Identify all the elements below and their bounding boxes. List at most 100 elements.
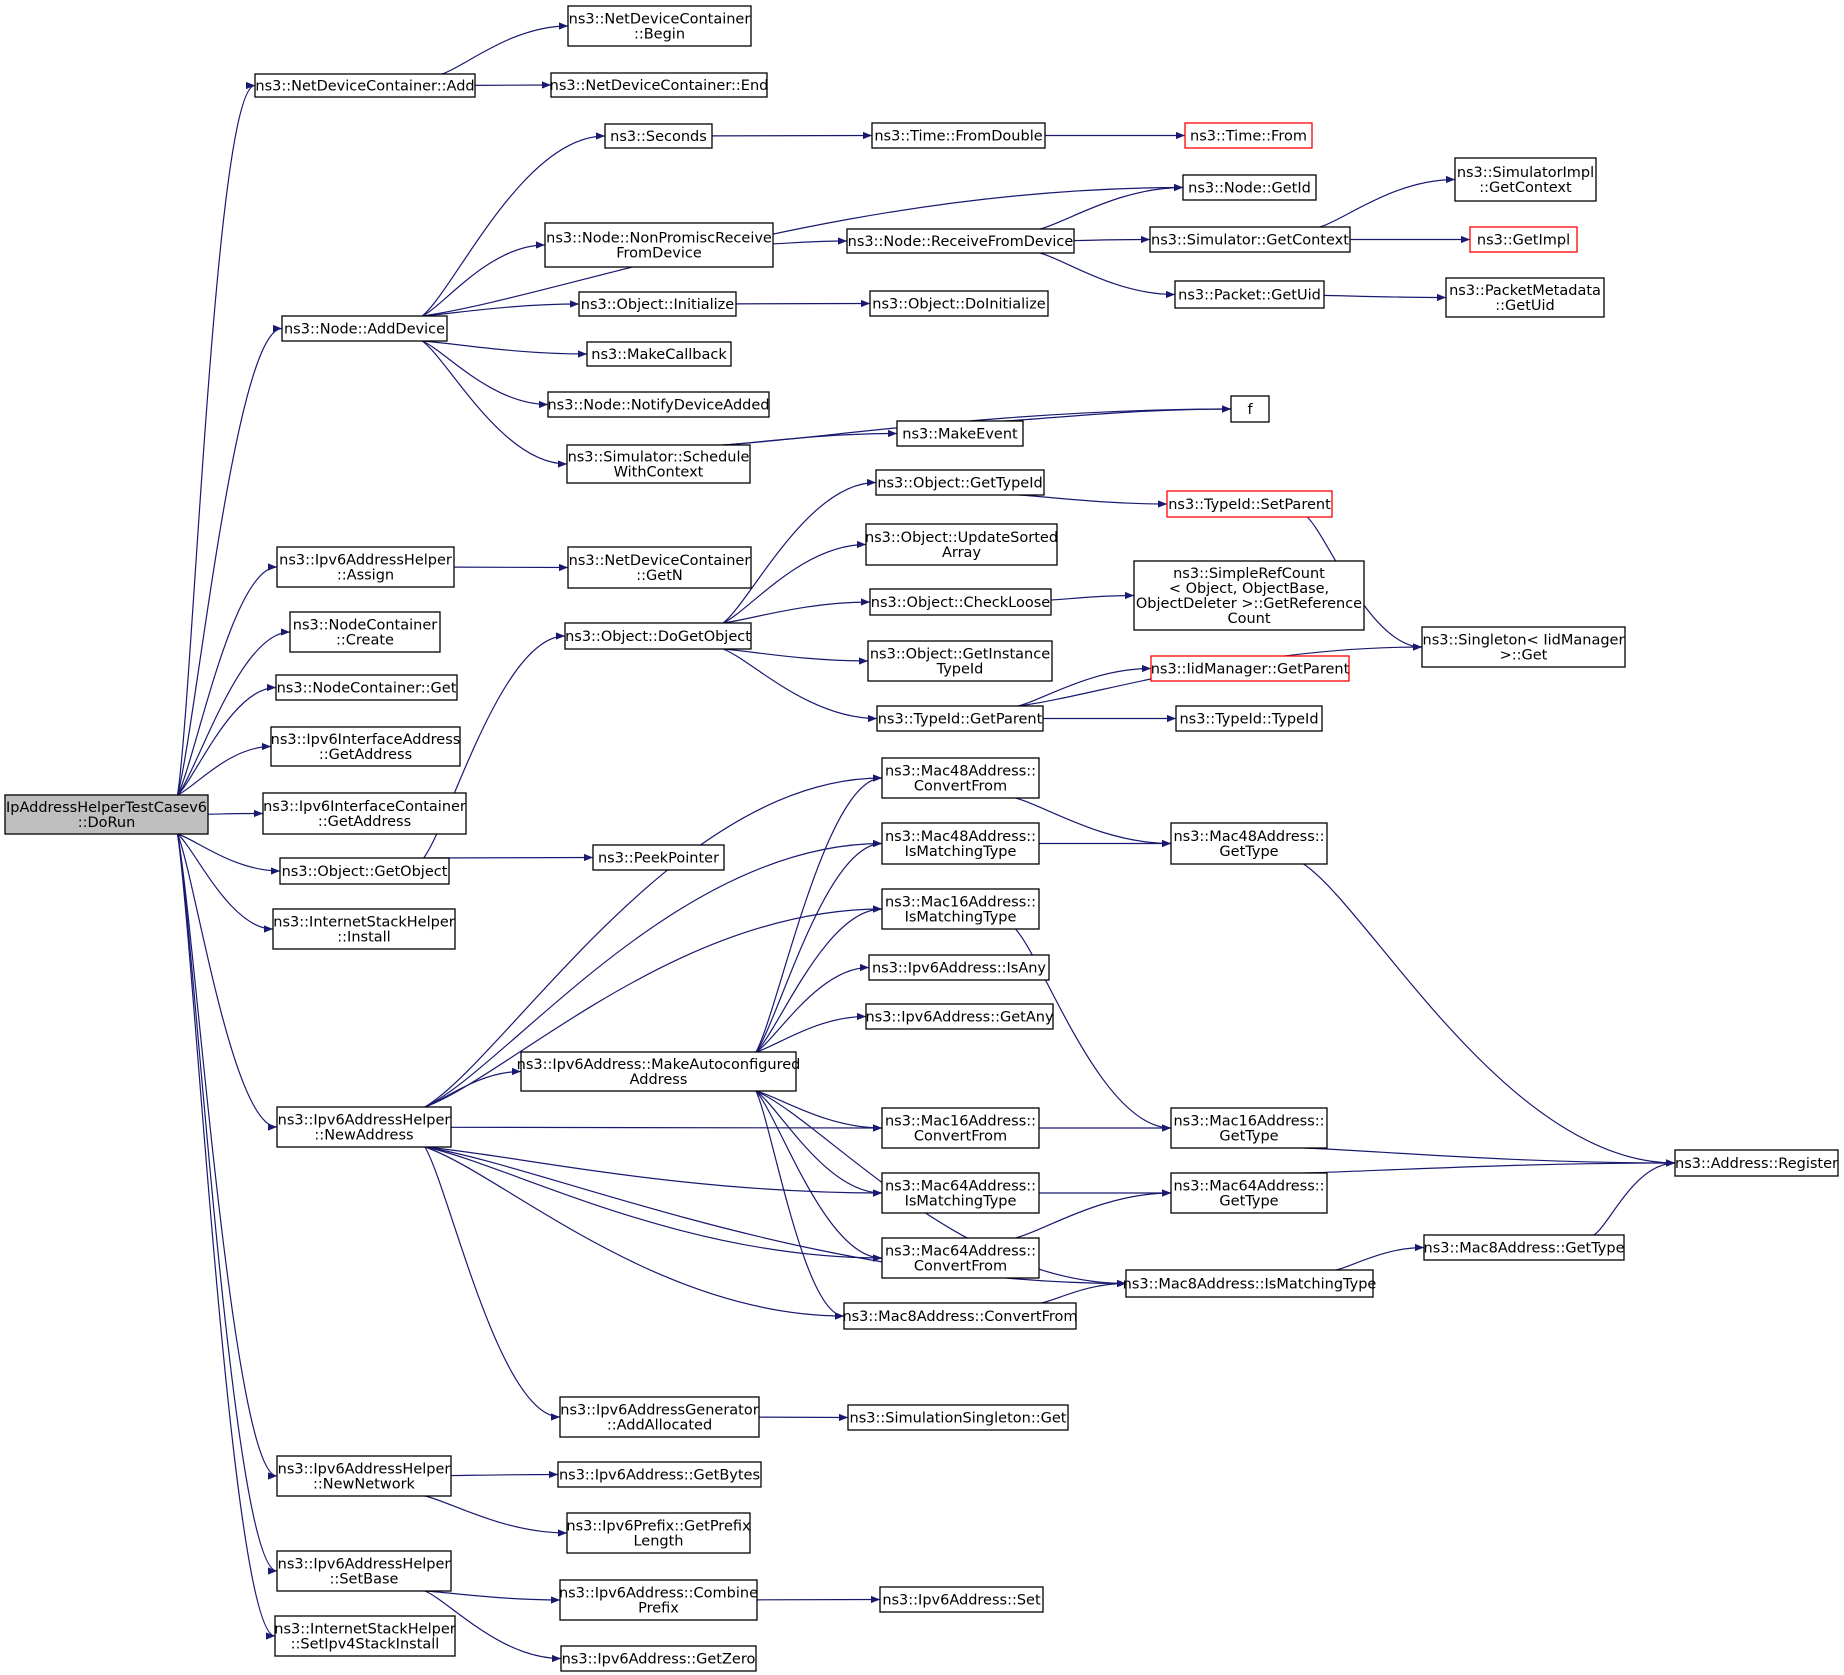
- node-label: ns3::Object::CheckLoose: [871, 595, 1050, 611]
- node-iidmanager-getparent[interactable]: ns3::IidManager::GetParent: [1150, 655, 1350, 682]
- node-ipv6addr-set[interactable]: ns3::Ipv6Address::Set: [879, 1586, 1044, 1613]
- node-mac16-convertfrom[interactable]: ns3::Mac16Address::ConvertFrom: [881, 1107, 1040, 1149]
- node-mac48-convertfrom[interactable]: ns3::Mac48Address::ConvertFrom: [881, 757, 1040, 799]
- node-ipv6helper-setbase[interactable]: ns3::Ipv6AddressHelper::SetBase: [276, 1550, 452, 1592]
- node-box: [276, 1455, 452, 1497]
- node-mac48-gettype[interactable]: ns3::Mac48Address::GetType: [1170, 822, 1328, 865]
- node-ipv6addr-makeauto[interactable]: ns3::Ipv6Address::MakeAutoconfiguredAddr…: [517, 1051, 801, 1092]
- edge-root-to-ipv6helper-newnetwork: [176, 833, 278, 1480]
- node-mac64-convertfrom[interactable]: ns3::Mac64Address::ConvertFrom: [881, 1237, 1040, 1279]
- node-object-getobject[interactable]: ns3::Object::GetObject: [279, 857, 450, 885]
- node-ndc-end[interactable]: ns3::NetDeviceContainer::End: [550, 72, 769, 98]
- node-node-receivefromdevice[interactable]: ns3::Node::ReceiveFromDevice: [846, 228, 1075, 254]
- node-box: [1174, 280, 1325, 309]
- node-nodecontainer-create[interactable]: ns3::NodeContainer::Create: [289, 611, 441, 653]
- node-ipv6helper-newnetwork[interactable]: ns3::Ipv6AddressHelper::NewNetwork: [276, 1455, 452, 1497]
- node-getimpl[interactable]: ns3::GetImpl: [1469, 226, 1578, 253]
- node-simsingleton-get[interactable]: ns3::SimulationSingleton::Get: [847, 1404, 1069, 1431]
- node-ipv6helper-newaddress[interactable]: ns3::Ipv6AddressHelper::NewAddress: [276, 1106, 452, 1148]
- node-typeid-getparent[interactable]: ns3::TypeId::GetParent: [876, 705, 1044, 732]
- node-mac16-gettype[interactable]: ns3::Mac16Address::GetType: [1170, 1107, 1328, 1149]
- edge-object-dogetobject-to-object-gettypeid: [722, 478, 877, 624]
- edge-makeevent-to-f: [1004, 405, 1232, 422]
- node-mac48-ismatching[interactable]: ns3::Mac48Address::IsMatchingType: [881, 822, 1040, 865]
- node-packetmeta-getuid[interactable]: ns3::PacketMetadata::GetUid: [1445, 277, 1605, 318]
- node-label: ns3::Time::FromDouble: [874, 129, 1042, 145]
- node-label: ns3::Ipv6AddressHelper: [278, 1557, 451, 1573]
- node-time-fromdouble[interactable]: ns3::Time::FromDouble: [871, 122, 1046, 149]
- node-typeid-setparent[interactable]: ns3::TypeId::SetParent: [1166, 490, 1333, 518]
- node-mac8-convertfrom[interactable]: ns3::Mac8Address::ConvertFrom: [842, 1302, 1078, 1330]
- node-node-adddevice[interactable]: ns3::Node::AddDevice: [281, 315, 448, 342]
- edge-mac48-gettype-to-address-register: [1303, 863, 1676, 1167]
- node-internetstack-install[interactable]: ns3::InternetStackHelper::Install: [272, 908, 456, 950]
- node-object-initialize[interactable]: ns3::Object::Initialize: [578, 291, 737, 317]
- node-simplerefcount[interactable]: ns3::SimpleRefCount< Object, ObjectBase,…: [1133, 560, 1365, 631]
- node-box: [847, 1404, 1069, 1431]
- node-label: ns3::TypeId::GetParent: [878, 712, 1043, 728]
- node-time-from[interactable]: ns3::Time::From: [1184, 122, 1313, 149]
- node-address-register[interactable]: ns3::Address::Register: [1674, 1149, 1839, 1177]
- node-ipv6helper-assign[interactable]: ns3::Ipv6AddressHelper::Assign: [276, 546, 455, 588]
- node-ipv6addr-isany[interactable]: ns3::Ipv6Address::IsAny: [868, 954, 1050, 981]
- node-ndc-add[interactable]: ns3::NetDeviceContainer::Add: [254, 73, 476, 98]
- node-ndc-getn[interactable]: ns3::NetDeviceContainer::GetN: [567, 546, 752, 589]
- node-mac64-ismatching[interactable]: ns3::Mac64Address::IsMatchingType: [881, 1172, 1040, 1214]
- edge-node-adddevice-to-makecallback: [422, 340, 588, 358]
- node-packet-getuid[interactable]: ns3::Packet::GetUid: [1174, 280, 1325, 309]
- node-box: [1674, 1149, 1839, 1177]
- node-label: ns3::NetDeviceContainer: [569, 553, 751, 569]
- node-makecallback[interactable]: ns3::MakeCallback: [586, 341, 732, 367]
- node-mac8-ismatching[interactable]: ns3::Mac8Address::IsMatchingType: [1123, 1269, 1377, 1298]
- node-object-doinitialize[interactable]: ns3::Object::DoInitialize: [869, 290, 1049, 317]
- node-mac64-gettype[interactable]: ns3::Mac64Address::GetType: [1170, 1172, 1328, 1214]
- edge-node-adddevice-to-sim-schedule: [421, 340, 568, 468]
- node-sim-getcontext[interactable]: ns3::Simulator::GetContext: [1149, 226, 1351, 253]
- node-ipv6gen-addallocated[interactable]: ns3::Ipv6AddressGenerator::AddAllocated: [559, 1396, 760, 1438]
- node-peekpointer[interactable]: ns3::PeekPointer: [592, 844, 725, 871]
- node-box: [262, 792, 467, 835]
- node-mac16-ismatching[interactable]: ns3::Mac16Address::IsMatchingType: [881, 888, 1040, 930]
- node-label: ns3::Singleton< IidManager: [1423, 633, 1625, 649]
- edge-object-dogetobject-to-object-getinstance: [723, 648, 869, 665]
- node-makeevent[interactable]: ns3::MakeEvent: [896, 420, 1024, 447]
- node-ipv6ifaddr-getaddress[interactable]: ns3::Ipv6InterfaceAddress::GetAddress: [270, 726, 461, 767]
- node-ipv6addr-getzero[interactable]: ns3::Ipv6Address::GetZero: [560, 1645, 757, 1672]
- node-object-checkloose[interactable]: ns3::Object::CheckLoose: [869, 588, 1052, 616]
- node-node-notify[interactable]: ns3::Node::NotifyDeviceAdded: [547, 391, 770, 418]
- node-internetstack-setipv4[interactable]: ns3::InternetStackHelper::SetIpv4StackIn…: [274, 1615, 456, 1657]
- node-root[interactable]: IpAddressHelperTestCasev6::DoRun: [4, 794, 209, 835]
- node-mac8-gettype[interactable]: ns3::Mac8Address::GetType: [1423, 1234, 1625, 1261]
- node-node-getid[interactable]: ns3::Node::GetId: [1182, 174, 1317, 201]
- node-label: ConvertFrom: [914, 779, 1007, 795]
- node-simimpl-getcontext[interactable]: ns3::SimulatorImpl::GetContext: [1454, 157, 1597, 202]
- edge-ipv6addr-makeauto-to-mac48-convertfrom: [755, 774, 883, 1053]
- edge-root-to-object-getobject: [177, 833, 281, 875]
- node-label: GetType: [1219, 844, 1278, 860]
- node-label: ns3::GetImpl: [1477, 233, 1570, 249]
- node-object-dogetobject[interactable]: ns3::Object::DoGetObject: [564, 622, 752, 650]
- node-nodecontainer-get[interactable]: ns3::NodeContainer::Get: [275, 674, 458, 701]
- node-ndc-begin[interactable]: ns3::NetDeviceContainer::Begin: [567, 5, 752, 47]
- node-ipv6addr-getbytes[interactable]: ns3::Ipv6Address::GetBytes: [557, 1461, 762, 1488]
- node-f[interactable]: f: [1230, 395, 1270, 423]
- node-box: [881, 822, 1040, 865]
- node-object-gettypeid[interactable]: ns3::Object::GetTypeId: [875, 469, 1045, 496]
- call-edges: [176, 22, 1676, 1663]
- node-singleton-get[interactable]: ns3::Singleton< IidManager >::Get: [1421, 626, 1626, 668]
- function-nodes: IpAddressHelperTestCasev6::DoRun ns3::Net…: [4, 5, 1839, 1672]
- node-typeid-typeid[interactable]: ns3::TypeId::TypeId: [1175, 705, 1323, 732]
- node-label: ObjectDeleter >::GetReference: [1136, 596, 1362, 612]
- node-label: IpAddressHelperTestCasev6: [6, 800, 207, 816]
- node-seconds[interactable]: ns3::Seconds: [604, 123, 713, 149]
- edge-object-checkloose-to-simplerefcount: [1050, 591, 1135, 601]
- node-box: [881, 757, 1040, 799]
- node-ipv6addr-getany[interactable]: ns3::Ipv6Address::GetAny: [865, 1003, 1054, 1030]
- node-ipv6ifcontainer-getaddress[interactable]: ns3::Ipv6InterfaceContainer::GetAddress: [262, 792, 467, 835]
